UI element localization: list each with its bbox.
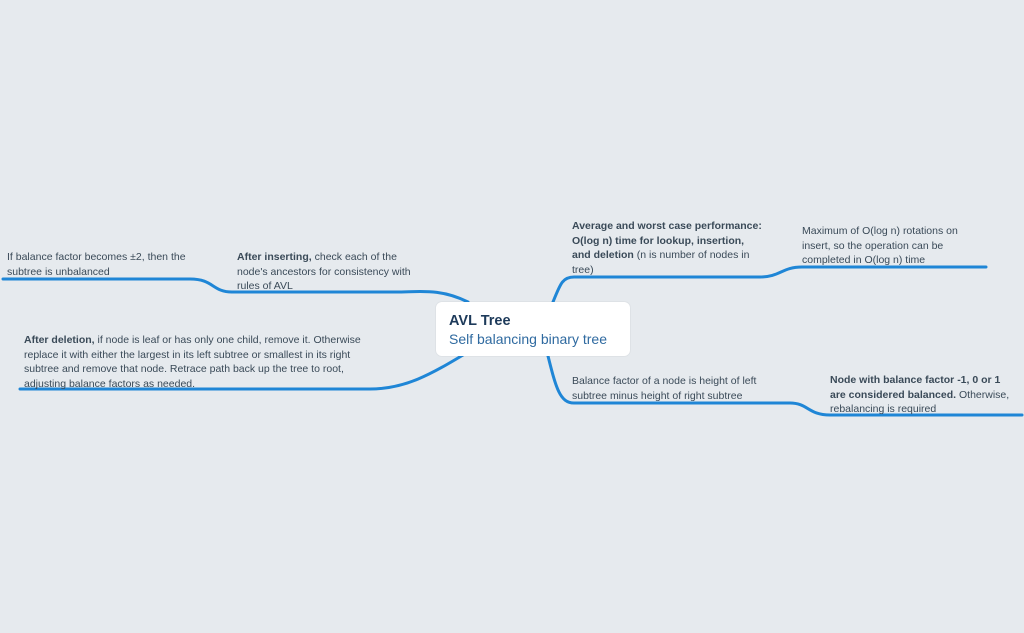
connector-rotations (758, 265, 988, 279)
node-after-deletion[interactable]: After deletion, if node is leaf or has o… (24, 333, 364, 391)
root-subtitle: Self balancing binary tree (449, 331, 607, 347)
connector-balance-factor (546, 354, 792, 405)
node-unbalanced-subtree[interactable]: If balance factor becomes ±2, then the s… (7, 250, 197, 279)
node-performance-text: (n is number of nodes in tree) (572, 249, 750, 276)
node-after-deletion-bold: After deletion, (24, 334, 95, 346)
node-performance-bold: Average and worst case performance: O(lo… (572, 220, 762, 261)
node-balance-factor-text: Balance factor of a node is height of le… (572, 375, 757, 402)
connector-after-deletion (18, 350, 470, 391)
node-performance[interactable]: Average and worst case performance: O(lo… (572, 219, 764, 277)
node-after-inserting[interactable]: After inserting, check each of the node'… (237, 250, 427, 294)
connector-balanced-nodes (788, 401, 1024, 417)
node-balance-factor[interactable]: Balance factor of a node is height of le… (572, 374, 790, 403)
node-rotations[interactable]: Maximum of O(log n) rotations on insert,… (802, 224, 986, 268)
root-node[interactable]: AVL Tree Self balancing binary tree (436, 302, 630, 356)
node-rotations-text: Maximum of O(log n) rotations on insert,… (802, 225, 958, 266)
node-balanced-nodes-text: Otherwise, rebalancing is required (830, 388, 1010, 416)
node-after-deletion-text: if node is leaf or has only one child, r… (24, 334, 361, 390)
node-after-inserting-text: check each of the node's ancestors for c… (237, 251, 411, 292)
node-unbalanced-subtree-text: If balance factor becomes ±2, then the s… (7, 251, 186, 278)
node-balanced-nodes[interactable]: Node with balance factor -1, 0 or 1 are … (830, 373, 1018, 417)
root-title: AVL Tree (449, 313, 511, 329)
node-balanced-nodes-bold: Node with balance factor -1, 0 or 1 are … (830, 374, 1001, 401)
node-after-inserting-bold: After inserting, (237, 251, 312, 263)
connector-unbalanced-subtree (1, 277, 234, 294)
connector-performance (551, 275, 762, 304)
connector-after-inserting (230, 289, 470, 304)
